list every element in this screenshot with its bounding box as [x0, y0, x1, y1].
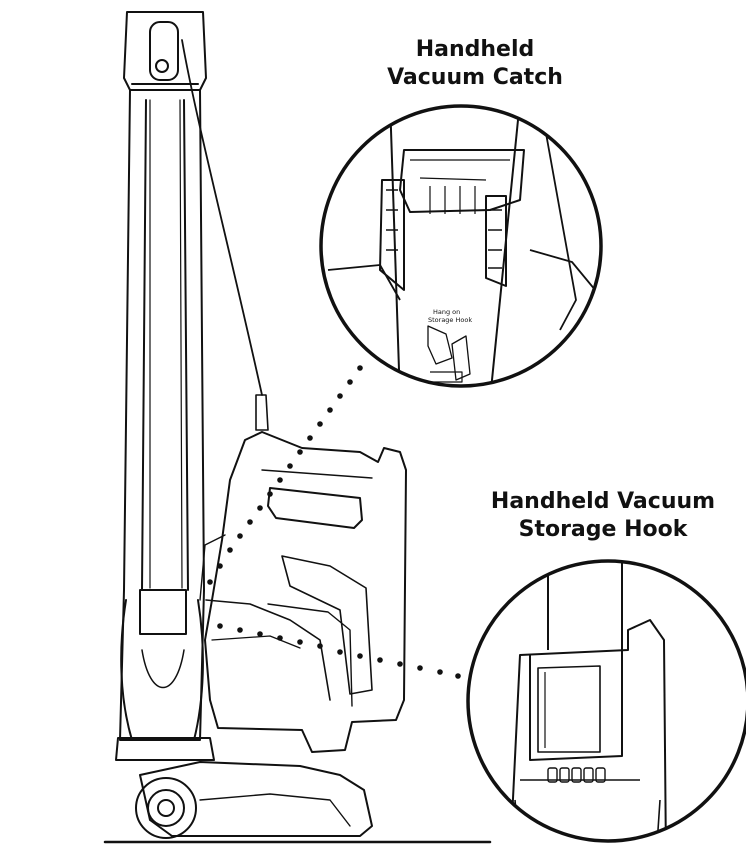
handheld-vacuum: [199, 431, 407, 753]
wheel-icon: [135, 777, 197, 839]
vacuum-wand: [115, 89, 215, 761]
vacuum-handle: [123, 11, 207, 91]
sticker-line-1: Hang on: [433, 308, 460, 316]
hook-callout-line-2: Storage Hook: [518, 517, 688, 542]
catch-callout-line-2: Vacuum Catch: [387, 65, 563, 90]
catch-detail-circle: Hang on Storage Hook: [319, 104, 603, 388]
sticker-line-2: Storage Hook: [428, 316, 472, 324]
storage-hook-detail-circle: [466, 559, 746, 843]
power-cord: [181, 39, 263, 396]
leader-dots: [207, 365, 461, 679]
floor-nozzle: [135, 761, 373, 839]
catch-callout-label: Handheld Vacuum Catch: [375, 36, 575, 92]
catch-callout-line-1: Handheld: [415, 37, 535, 62]
hook-callout-line-1: Handheld Vacuum: [490, 489, 716, 514]
hook-callout-label: Handheld Vacuum Storage Hook: [478, 488, 728, 544]
